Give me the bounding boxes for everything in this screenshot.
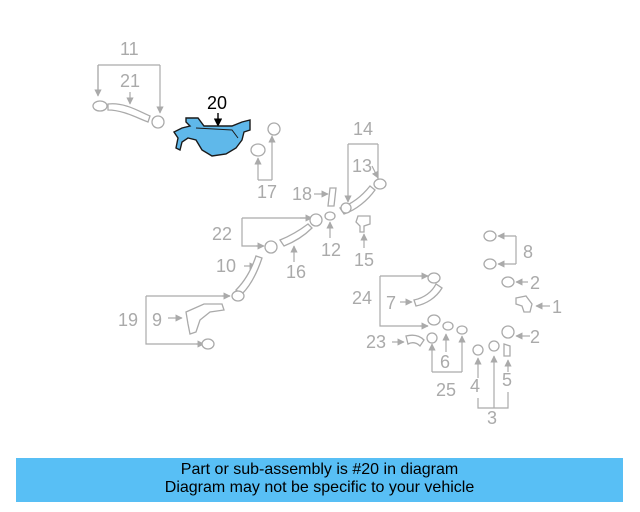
clamp-part[interactable] [488, 340, 500, 352]
banner-line-1: Part or sub-assembly is #20 in diagram [180, 461, 459, 478]
callout-25[interactable]: 25 [436, 380, 456, 400]
callout-1[interactable]: 1 [552, 297, 562, 317]
callout-3[interactable]: 3 [487, 408, 497, 428]
clamp-part[interactable] [456, 325, 468, 335]
callout-12[interactable]: 12 [321, 240, 341, 260]
callout-8[interactable]: 8 [523, 242, 533, 262]
group-20: 20 [172, 93, 251, 157]
callout-20[interactable]: 20 [207, 93, 227, 113]
clamp-part[interactable] [501, 325, 515, 339]
group-19-9: 19 9 [118, 292, 231, 350]
clamp-part[interactable] [324, 211, 336, 221]
callout-24[interactable]: 24 [352, 288, 372, 308]
banner-line-2: Diagram may not be specific to your vehi… [164, 479, 475, 496]
clamp-part[interactable] [426, 332, 438, 344]
clamp-part[interactable] [427, 314, 441, 326]
clamp-part[interactable] [472, 344, 484, 356]
hose-10-part[interactable] [234, 255, 263, 295]
clamp-part[interactable] [92, 100, 108, 112]
callout-19[interactable]: 19 [118, 310, 138, 330]
hose-16-part[interactable] [279, 223, 313, 247]
group-24-7-6: 24 7 23 6 25 [352, 272, 468, 400]
callout-14[interactable]: 14 [353, 119, 373, 139]
clamp-part[interactable] [483, 230, 497, 242]
group-8-2-1: 8 2 1 [483, 230, 562, 317]
callout-10[interactable]: 10 [216, 256, 236, 276]
clamp-part[interactable] [340, 202, 352, 214]
callout-13[interactable]: 13 [352, 156, 372, 176]
callout-15[interactable]: 15 [354, 250, 374, 270]
callout-17[interactable]: 17 [257, 182, 277, 202]
clamp-part[interactable] [267, 122, 281, 136]
hose-23-part[interactable] [405, 334, 425, 348]
clamp-part[interactable] [442, 321, 454, 331]
callout-18[interactable]: 18 [292, 184, 312, 204]
group-17: 17 [250, 122, 281, 202]
clamp-part[interactable] [201, 338, 215, 350]
group-3-4-5: 2 4 5 3 [470, 325, 540, 428]
clamp-part[interactable] [427, 272, 441, 284]
clamp-part[interactable] [483, 258, 497, 270]
bracket-9-part[interactable] [185, 303, 225, 335]
highlighted-part-20[interactable] [172, 117, 251, 157]
clamp-part[interactable] [373, 178, 387, 190]
clamp-part[interactable] [264, 240, 278, 254]
clamp-part[interactable] [151, 115, 165, 129]
callout-5[interactable]: 5 [502, 370, 512, 390]
callout-2a[interactable]: 2 [530, 273, 540, 293]
info-banner: Part or sub-assembly is #20 in diagram D… [16, 458, 623, 502]
clamp-part[interactable] [309, 213, 323, 227]
callout-11[interactable]: 11 [120, 39, 139, 59]
hose-21-part[interactable] [107, 103, 151, 123]
clamp-part[interactable] [501, 276, 515, 288]
clamp-part[interactable] [250, 143, 266, 157]
callout-6[interactable]: 6 [440, 352, 450, 372]
callout-7[interactable]: 7 [386, 293, 396, 313]
parts-diagram: 11 21 20 17 14 13 18 1 [92, 39, 562, 428]
callout-4[interactable]: 4 [470, 376, 480, 396]
pipe-18-part[interactable] [327, 187, 337, 207]
group-11-21: 11 21 [92, 39, 165, 129]
pipe-1-part[interactable] [515, 295, 533, 313]
clip-5-part[interactable] [503, 343, 511, 357]
callout-16[interactable]: 16 [286, 262, 306, 282]
group-22-16: 22 16 10 [212, 213, 323, 302]
callout-9[interactable]: 9 [152, 310, 162, 330]
bracket-15-part[interactable] [355, 215, 371, 233]
callout-2b[interactable]: 2 [530, 327, 540, 347]
group-13-14: 14 13 18 12 15 [292, 119, 387, 270]
callout-23[interactable]: 23 [366, 332, 386, 352]
callout-22[interactable]: 22 [212, 224, 232, 244]
clamp-part[interactable] [231, 290, 245, 302]
callout-21[interactable]: 21 [120, 71, 140, 91]
hose-7-part[interactable] [413, 283, 443, 307]
